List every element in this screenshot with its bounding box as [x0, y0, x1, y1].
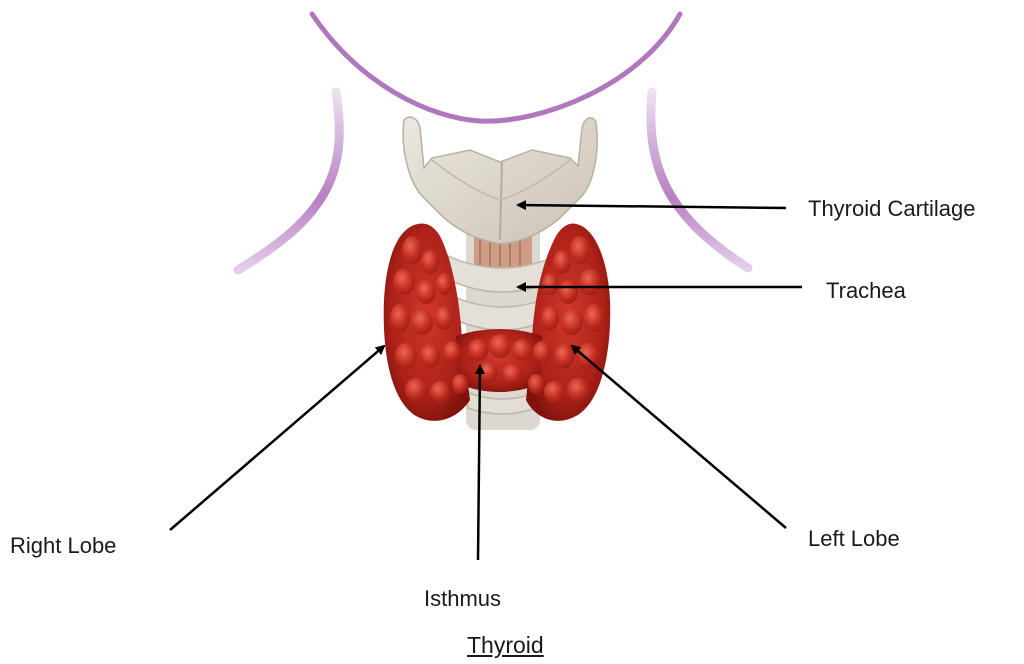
label-right-lobe: Right Lobe	[10, 533, 116, 559]
label-trachea: Trachea	[826, 278, 906, 304]
figure-caption: Thyroid	[467, 632, 544, 659]
arrow-left-lobe	[572, 346, 786, 528]
label-thyroid-cartilage: Thyroid Cartilage	[808, 196, 976, 222]
label-left-lobe: Left Lobe	[808, 526, 900, 552]
label-isthmus: Isthmus	[424, 586, 501, 612]
arrow-right-lobe	[170, 346, 384, 530]
